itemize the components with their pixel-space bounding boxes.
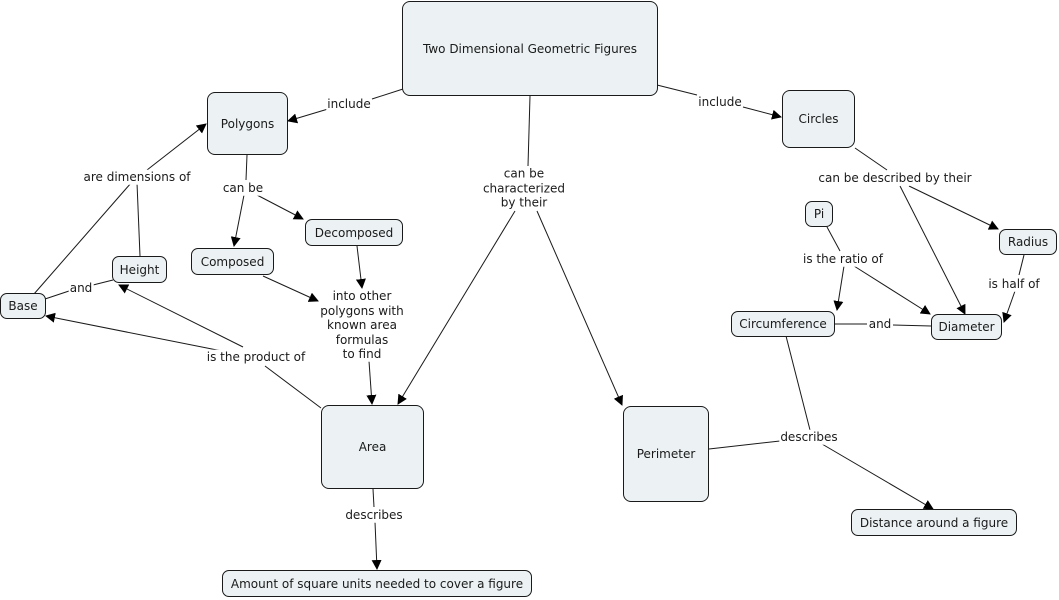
edge-canbe-decomposed [256, 194, 304, 220]
concept-circles[interactable]: Circles [782, 90, 855, 148]
edge-composed-into [262, 275, 319, 302]
link-into-other-polygons[interactable]: into other polygons with known area form… [319, 288, 405, 362]
edge-root-include-right [656, 84, 698, 96]
edge-circumference-describes [785, 335, 811, 431]
edge-product-base [45, 312, 223, 352]
link-characterized-by[interactable]: can be characterized by their [481, 166, 567, 210]
link-include-polygons[interactable]: include [326, 96, 372, 112]
edge-into-area [366, 360, 377, 405]
edge-described-radius [908, 185, 999, 230]
concept-area[interactable]: Area [321, 405, 424, 489]
link-can-be-described[interactable]: can be described by their [817, 170, 973, 186]
edge-area-describes [372, 488, 375, 508]
link-and-base-height[interactable]: and [68, 280, 94, 296]
concept-composed[interactable]: Composed [191, 248, 274, 275]
edge-dimensions-polygons [146, 123, 207, 171]
link-describes-perimeter[interactable]: describes [779, 429, 839, 445]
link-are-dimensions-of[interactable]: are dimensions of [82, 169, 192, 185]
edge-describes-amount [371, 521, 382, 570]
concept-decomposed[interactable]: Decomposed [305, 219, 403, 246]
edge-root-include-left [371, 88, 404, 100]
edge-canbe-composed [230, 194, 245, 247]
concept-height[interactable]: Height [112, 256, 167, 283]
concept-radius[interactable]: Radius [999, 229, 1057, 255]
edge-decomposed-into [355, 245, 366, 289]
edge-circles-described [854, 147, 888, 171]
edge-characterized-area [397, 210, 516, 405]
concept-root[interactable]: Two Dimensional Geometric Figures [402, 1, 658, 96]
edge-area-product [264, 365, 322, 409]
edge-base-dimensions [33, 182, 132, 295]
concept-area-definition[interactable]: Amount of square units needed to cover a… [222, 570, 532, 597]
link-is-ratio-of[interactable]: is the ratio of [802, 251, 884, 267]
edge-pi-ratio [826, 226, 841, 252]
edge-radius-half [1018, 254, 1025, 276]
concept-diameter[interactable]: Diameter [931, 314, 1002, 340]
edge-and-height [92, 279, 114, 286]
link-include-circles[interactable]: include [697, 94, 743, 110]
link-is-half-of[interactable]: is half of [987, 276, 1041, 292]
edge-height-dimensions [136, 182, 141, 257]
edge-characterized-perimeter [536, 210, 623, 406]
edge-include-polygons [287, 108, 329, 124]
edge-root-characterized [527, 95, 531, 167]
concept-base[interactable]: Base [0, 293, 46, 319]
link-can-be[interactable]: can be [221, 180, 265, 196]
edge-ratio-diameter [853, 265, 931, 315]
concept-pi[interactable]: Pi [805, 201, 833, 227]
concept-perimeter-definition[interactable]: Distance around a figure [851, 509, 1017, 536]
edge-perimeter-describes [708, 440, 781, 450]
edge-base-and [44, 290, 70, 300]
edge-product-height [118, 284, 244, 348]
edge-described-diameter [899, 185, 966, 315]
edge-and-diameter [892, 324, 932, 327]
edge-include-circles [742, 106, 782, 120]
link-and-circumference-diameter[interactable]: and [867, 316, 893, 332]
concept-circumference[interactable]: Circumference [731, 311, 835, 337]
link-describes-area[interactable]: describes [344, 507, 404, 523]
edge-half-diameter [1002, 290, 1016, 323]
edge-polygons-canbe [245, 154, 248, 181]
link-is-product-of[interactable]: is the product of [205, 349, 307, 365]
edge-ratio-circumference [833, 265, 845, 311]
concept-polygons[interactable]: Polygons [207, 92, 288, 155]
concept-perimeter[interactable]: Perimeter [623, 406, 709, 502]
edge-describes-distance [821, 443, 934, 510]
